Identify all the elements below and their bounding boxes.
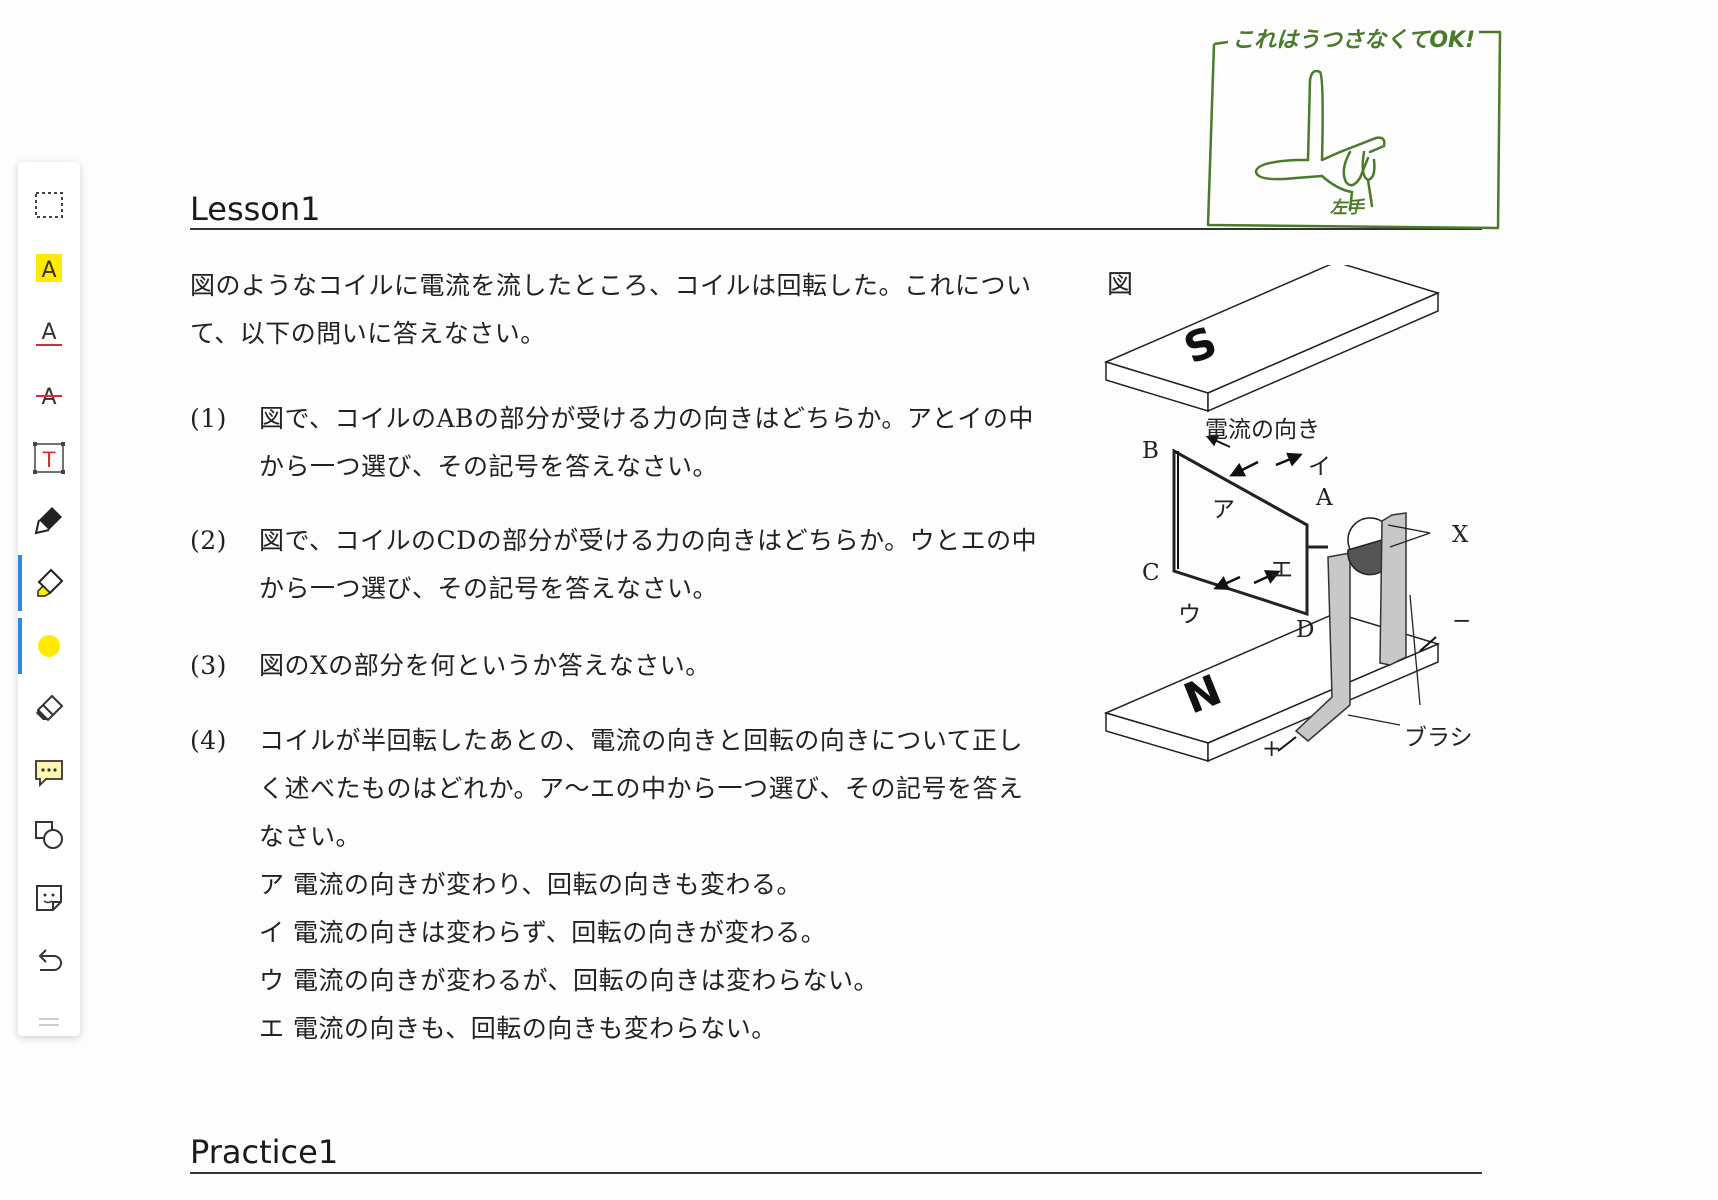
color-picker[interactable] [18, 618, 80, 674]
eraser-icon [36, 694, 64, 722]
svg-text:A: A [41, 320, 56, 345]
toolbar-drag-handle[interactable] [39, 1018, 59, 1030]
question-number: (2) [190, 526, 227, 555]
arrow-u-label: ウ [1178, 602, 1201, 628]
practice-title: Practice1 [190, 1133, 339, 1171]
select-tool[interactable] [18, 177, 80, 233]
comment-icon [35, 760, 63, 788]
undo-button[interactable] [18, 933, 80, 989]
point-c-label: C [1142, 560, 1160, 586]
highlight-text-tool[interactable]: A [18, 240, 80, 296]
strikethrough-tool[interactable]: A [18, 367, 80, 423]
pen-icon [34, 507, 62, 535]
question-number: (3) [190, 651, 227, 680]
figure-label: 図 [1107, 270, 1134, 300]
point-b-label: B [1142, 438, 1159, 464]
sticker-tool[interactable] [18, 870, 80, 926]
svg-text:T: T [42, 448, 56, 472]
question-line: から一つ選び、その記号を答えなさい。 [259, 452, 719, 481]
dashed-rectangle-icon [35, 192, 63, 218]
pen-tool[interactable] [18, 492, 80, 548]
left-hand-icon [1254, 69, 1386, 212]
question-line: コイルが半回転したあとの、電流の向きと回転の向きについて正し [259, 726, 1024, 755]
practice-divider [190, 1172, 1482, 1174]
question-3: (3) 図のXの部分を何というか答えなさい。 [190, 642, 1080, 690]
force-arrows [1205, 435, 1303, 590]
underline-tool[interactable]: A [18, 304, 80, 360]
current-direction-label: 電流の向き [1205, 417, 1320, 443]
question-line: 図で、コイルのCDの部分が受ける力の向きはどちらか。ウとエの中 [259, 526, 1038, 555]
commutator-x-label: X [1452, 522, 1469, 548]
handwritten-note [1206, 30, 1502, 230]
svg-text:A: A [41, 258, 56, 283]
question-line: 図で、コイルのABの部分が受ける力の向きはどちらか。アとイの中 [259, 404, 1034, 433]
motor-diagram: S N [1103, 265, 1441, 763]
n-magnet: N [1103, 612, 1441, 763]
answer-option: ウ 電流の向きが変わるが、回転の向きは変わらない。 [259, 966, 879, 995]
shapes-icon [35, 821, 63, 849]
highlighter-icon [37, 568, 64, 597]
point-a-label: A [1316, 485, 1333, 511]
lesson-title: Lesson1 [190, 190, 321, 228]
arrow-a-label: ア [1212, 497, 1235, 523]
point-d-label: D [1296, 617, 1315, 643]
shapes-tool[interactable] [18, 807, 80, 863]
brush-right [1379, 512, 1407, 666]
text-box-tool[interactable]: T [18, 430, 80, 486]
comment-tool[interactable] [18, 744, 80, 800]
brush-label: ブラシ [1404, 725, 1473, 751]
question-1: (1) 図で、コイルのABの部分が受ける力の向きはどちらか。アとイの中 から一つ… [190, 395, 1080, 491]
text-box-icon: T [33, 442, 65, 474]
question-line: く述べたものはどれか。ア〜エの中から一つ選び、その記号を答え [259, 774, 1024, 803]
question-line: 図のXの部分を何というか答えなさい。 [259, 651, 711, 680]
answer-option: ア 電流の向きが変わり、回転の向きも変わる。 [259, 870, 802, 899]
yellow-dot-icon [38, 635, 60, 657]
question-number: (1) [190, 404, 227, 433]
sticker-icon [36, 885, 62, 911]
minus-terminal-label: − [1452, 608, 1472, 634]
highlighter-tool[interactable] [18, 555, 80, 611]
question-number: (4) [190, 726, 227, 755]
question-line: なさい。 [259, 822, 362, 851]
annotation-toolbar: A A A T [18, 162, 80, 1036]
coil [1172, 448, 1328, 617]
lesson-intro: 図のようなコイルに電流を流したところ、コイルは回転した。これについて、以下の問い… [190, 271, 1032, 348]
lesson-divider [190, 228, 1482, 230]
svg-text:A: A [41, 385, 56, 410]
strikethrough-a-icon: A [36, 385, 62, 410]
note-text: これはうつさなくてOK! [1228, 22, 1480, 54]
arrow-e-label: エ [1270, 557, 1293, 583]
underlined-a-icon: A [36, 320, 62, 346]
eraser-tool[interactable] [18, 680, 80, 736]
question-4: (4) コイルが半回転したあとの、電流の向きと回転の向きについて正し く述べたも… [190, 717, 1080, 1053]
question-2: (2) 図で、コイルのCDの部分が受ける力の向きはどちらか。ウとエの中 から一つ… [190, 517, 1080, 613]
highlighted-a-icon: A [36, 254, 62, 283]
plus-terminal-label: + [1262, 736, 1282, 762]
answer-option: イ 電流の向きは変わらず、回転の向きが変わる。 [259, 918, 827, 947]
answer-option: エ 電流の向きも、回転の向きも変わらない。 [259, 1014, 777, 1043]
undo-icon [38, 949, 62, 971]
s-magnet: S [1103, 265, 1441, 413]
arrow-i-label: イ [1308, 454, 1331, 480]
question-line: から一つ選び、その記号を答えなさい。 [259, 574, 719, 603]
hand-label: 左手 [1330, 198, 1364, 218]
